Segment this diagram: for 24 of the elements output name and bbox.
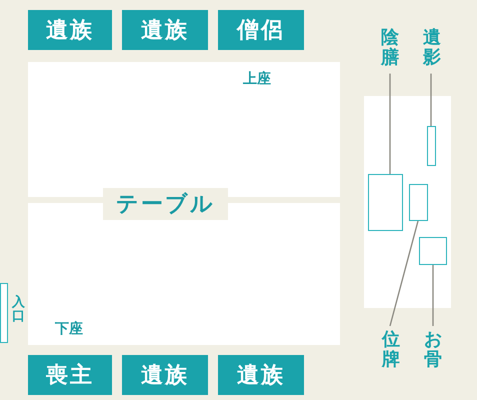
seat-box: 遺族 — [28, 10, 112, 50]
leader-line — [389, 220, 419, 326]
seat-box: 喪主 — [28, 355, 112, 395]
seat-box: 遺族 — [122, 355, 208, 395]
item-label: 陰膳 — [380, 28, 400, 68]
seat-box: 遺族 — [122, 10, 208, 50]
entrance-label: 入口 — [12, 296, 25, 325]
leader-line — [389, 74, 391, 174]
altar-table — [364, 96, 451, 308]
seat-position-label: 上座 — [243, 70, 271, 88]
seat-position-label: 下座 — [55, 320, 83, 338]
leader-line — [430, 74, 432, 126]
seat-box: 僧侶 — [218, 10, 304, 50]
altar-item-box — [419, 237, 447, 265]
item-label: 位牌 — [381, 330, 401, 370]
altar-item-box — [368, 174, 403, 231]
seat-box: 遺族 — [218, 355, 304, 395]
item-label: お骨 — [423, 330, 443, 370]
table-label: テーブル — [103, 188, 228, 220]
altar-item-box — [409, 184, 428, 221]
table — [28, 62, 340, 345]
item-label: 遺影 — [422, 28, 442, 68]
altar-item-box — [427, 126, 436, 166]
leader-line — [432, 265, 434, 326]
